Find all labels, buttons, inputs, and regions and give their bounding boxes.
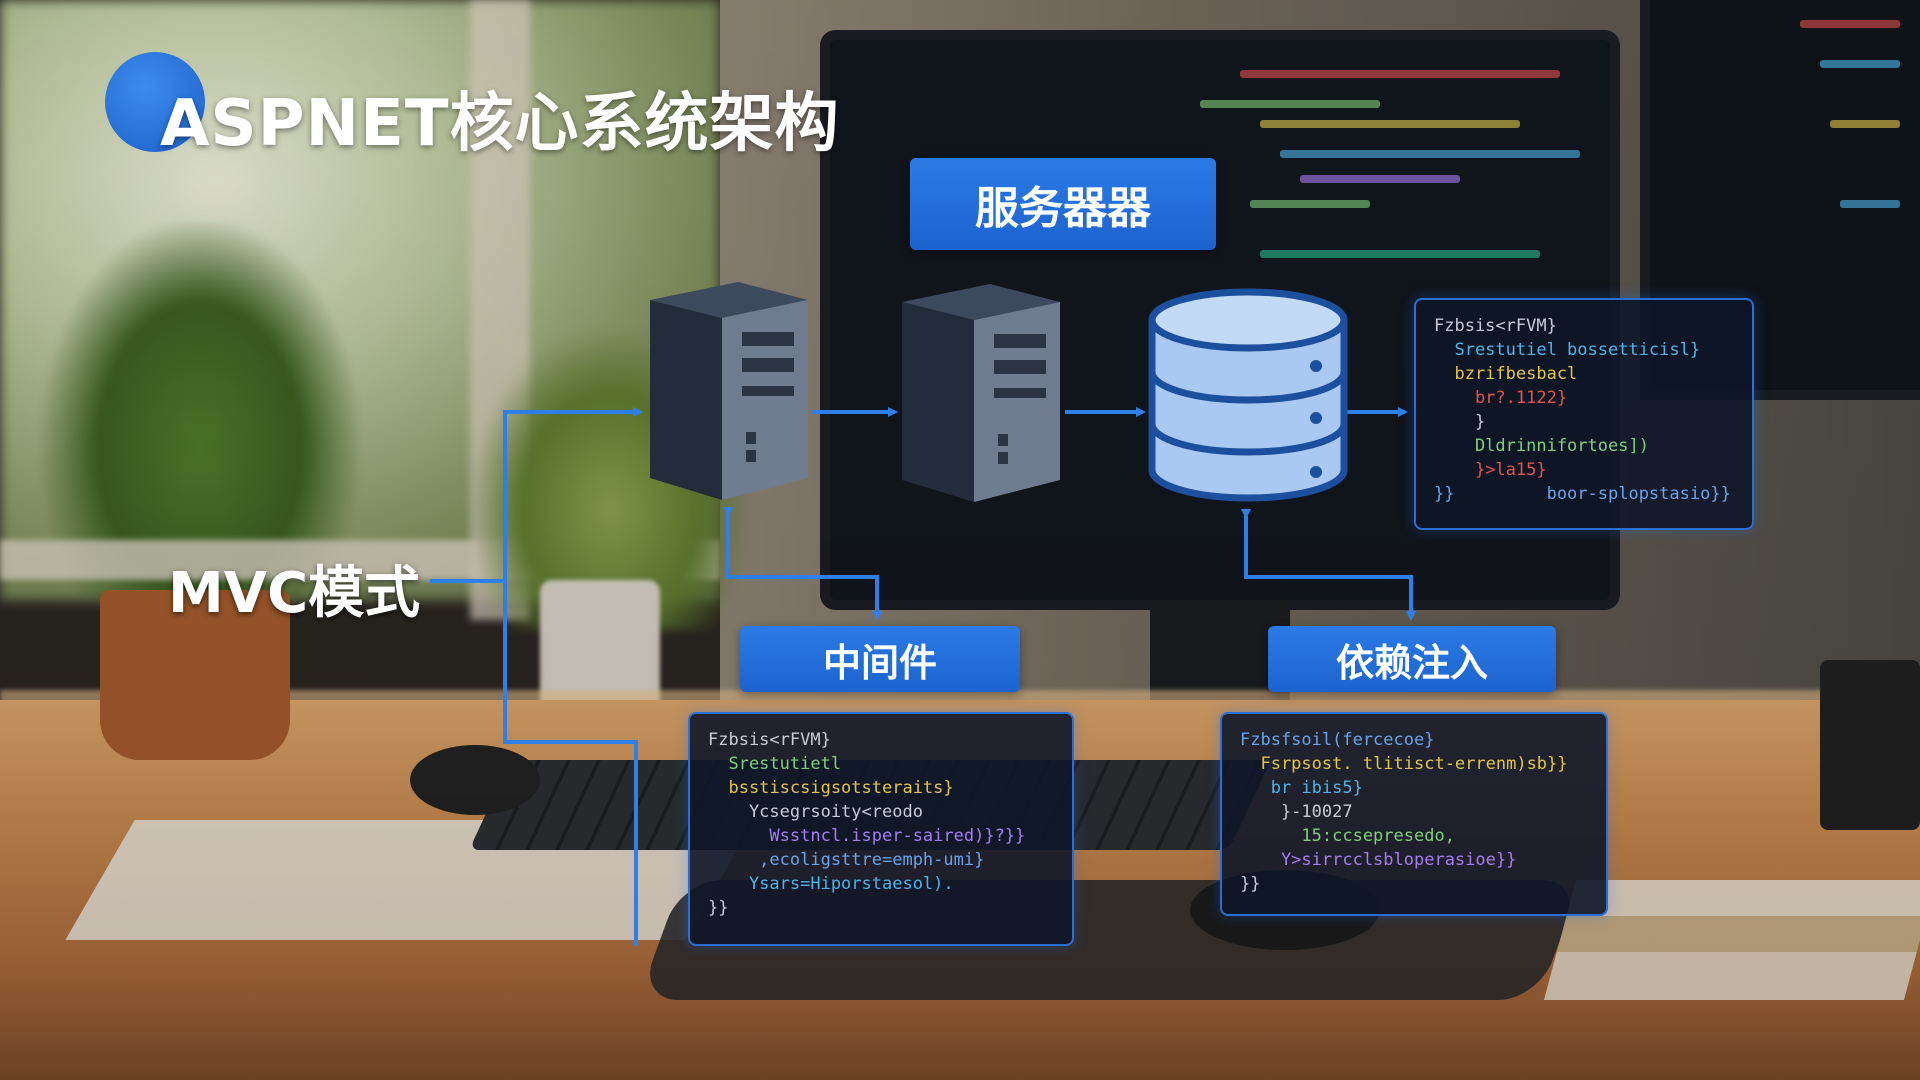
code-line: }} xyxy=(1240,874,1261,894)
code-line: bzrifbesbacl xyxy=(1434,364,1578,384)
title-accent-dot xyxy=(105,52,205,152)
code-line: }} xyxy=(708,898,729,918)
code-line: }>la15} xyxy=(1434,460,1547,480)
code-panel-dependency-injection: Fzbsfsoil(fercecoe} Fsrpsost. tlitisct-e… xyxy=(1220,712,1608,916)
code-line: br ibis5} xyxy=(1240,778,1363,798)
code-line: } xyxy=(1434,412,1486,432)
dependency-injection-label: 依赖注入 xyxy=(1268,626,1556,692)
code-line: Fzbsis<rFVM} xyxy=(1434,316,1557,336)
code-panel-right: Fzbsis<rFVM} Srestutiel bossetticisl} bz… xyxy=(1414,298,1754,530)
middleware-server-arrow xyxy=(723,507,882,621)
code-line: Dldrinnifortoes]) xyxy=(1434,436,1649,456)
middleware-label: 中间件 xyxy=(740,626,1020,692)
code-line: ,ecoligsttre=emph-umi} xyxy=(708,850,985,870)
mvc-to-middleware-line xyxy=(503,581,638,946)
di-database-arrow xyxy=(1241,509,1416,621)
code-line: Wsstncl.isper-saired)}?}} xyxy=(708,826,1026,846)
code-line: Ycsegrsoity<reodo xyxy=(708,802,923,822)
mvc-pattern-label: MVC模式 xyxy=(168,561,421,626)
code-line: }} boor-splopstasio}} xyxy=(1434,484,1731,504)
server-tower-icon xyxy=(650,282,808,500)
code-line: 15:ccsepresedo, xyxy=(1240,826,1455,846)
code-line: }-10027 xyxy=(1240,802,1353,822)
database-icon xyxy=(1148,288,1348,502)
code-line: Srestutietl xyxy=(708,754,842,774)
server-tower-icon xyxy=(902,284,1060,502)
code-line: Fsrpsost. tlitisct-errenm)sb}} xyxy=(1240,754,1568,774)
code-line: Y>sirrcclsbloperasioe}} xyxy=(1240,850,1517,870)
code-panel-middleware: Fzbsis<rFVM} Srestutietl bsstiscsigsotst… xyxy=(688,712,1074,946)
page-title: ASPNET核心系统架构 xyxy=(160,87,840,161)
code-line: Fzbsis<rFVM} xyxy=(708,730,831,750)
server-label: 服务器器 xyxy=(910,158,1216,250)
mvc-to-server-arrow xyxy=(503,407,643,581)
code-line: Ysars=Hiporstaesol). xyxy=(708,874,954,894)
code-line: bsstiscsigsotsteraits} xyxy=(708,778,954,798)
code-line: br?.1122} xyxy=(1434,388,1568,408)
code-line: Fzbsfsoil(fercecoe} xyxy=(1240,730,1435,750)
code-line: Srestutiel bossetticisl} xyxy=(1434,340,1701,360)
